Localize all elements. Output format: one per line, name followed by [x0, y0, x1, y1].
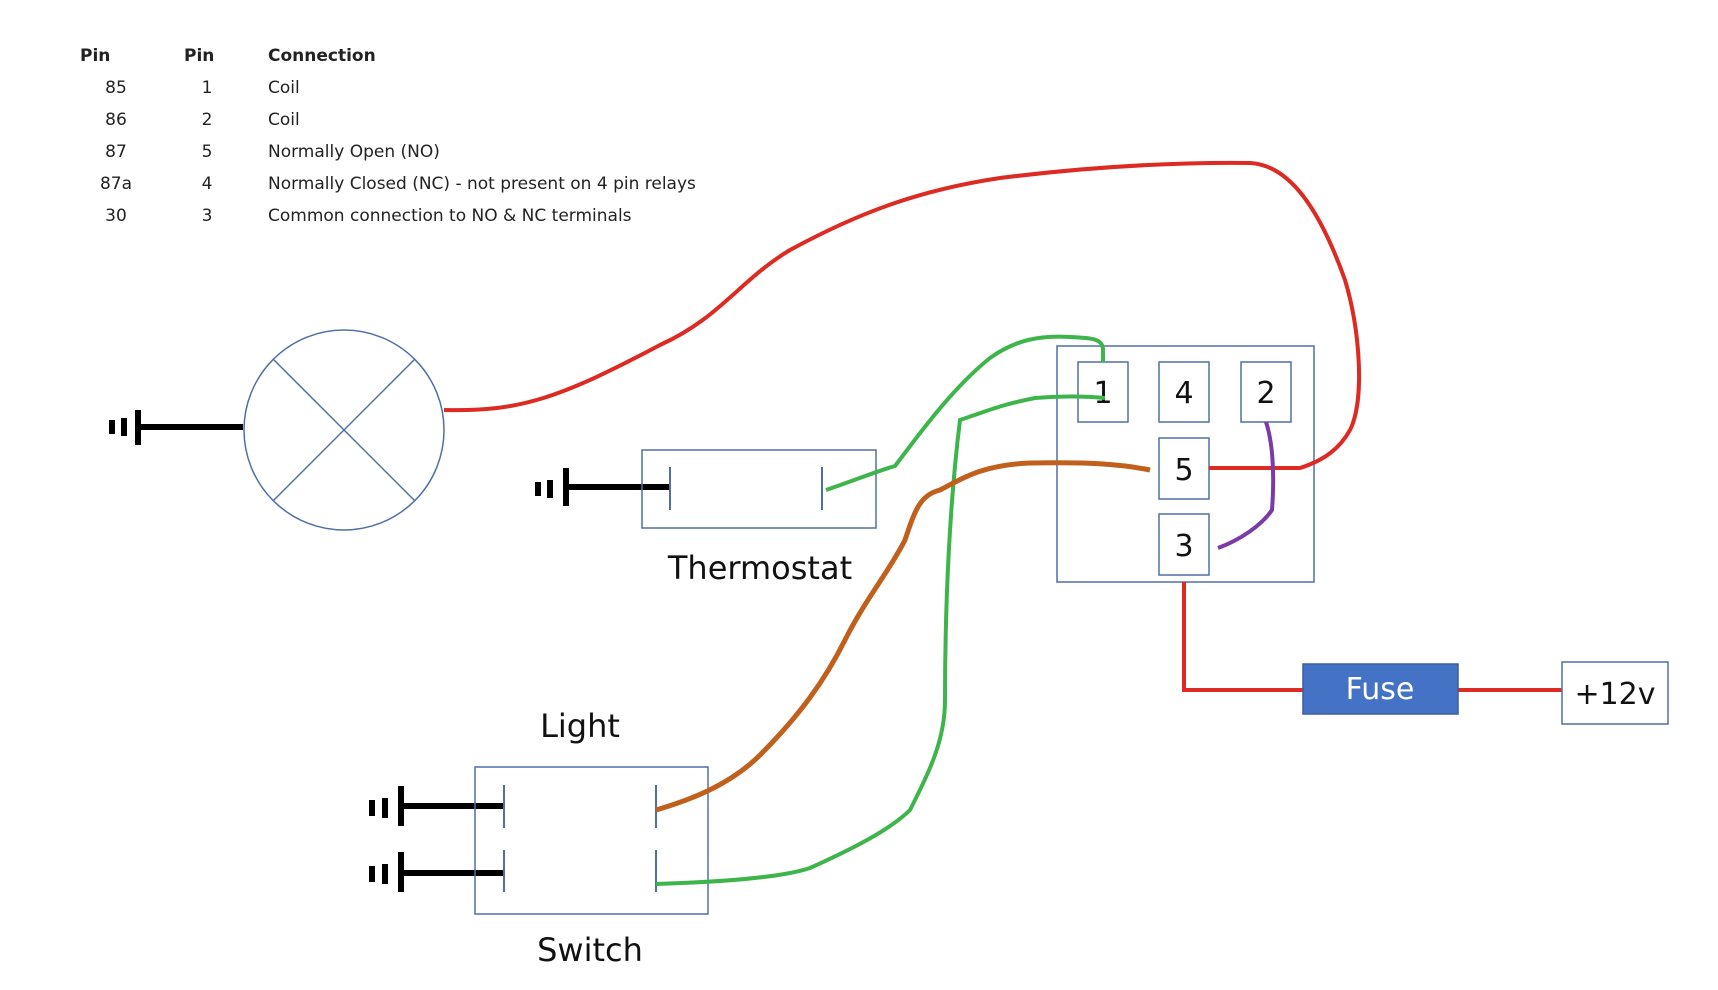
supply-box: +12v — [1561, 661, 1669, 725]
green-wire-switch-to-pin1 — [655, 394, 1106, 886]
table-row: 30 3 Common connection to NO & NC termin… — [62, 200, 788, 232]
light-label: Light — [540, 707, 620, 745]
fuse-label: Fuse — [1346, 672, 1415, 707]
pin-mapping-table: Pin Pin Connection 85 1 Coil 86 2 Coil 8… — [62, 40, 788, 232]
relay-pin-cell: 85 — [105, 78, 127, 98]
red-wire-relay-to-fuse — [1182, 582, 1303, 692]
green-wire-thermostat-to-pin1 — [825, 334, 1105, 492]
table-row: 85 1 Coil — [62, 72, 788, 104]
thermostat-box — [641, 449, 877, 529]
pin-table-header-row: Pin Pin Connection — [62, 40, 788, 72]
thermostat-ground-symbol — [535, 468, 670, 506]
relay-terminal-1-label: 1 — [1093, 376, 1112, 411]
relay-terminal-4-label: 4 — [1174, 376, 1193, 411]
switch-label: Switch — [537, 931, 643, 969]
relay-terminal-2-label: 2 — [1256, 376, 1275, 411]
thermostat-label: Thermostat — [667, 549, 852, 587]
supply-label: +12v — [1574, 677, 1655, 712]
pin-number-cell: 2 — [201, 110, 213, 130]
pin-number-cell: 4 — [201, 174, 213, 194]
lamp-symbol — [243, 329, 445, 531]
connection-cell: Coil — [268, 78, 300, 98]
purple-wire-pin2-to-pin3 — [1217, 421, 1276, 550]
red-wire-lamp-to-pin5 — [443, 160, 1362, 470]
table-row: 86 2 Coil — [62, 104, 788, 136]
relay-terminal-4: 4 — [1158, 361, 1210, 423]
pin-number-cell: 5 — [201, 142, 213, 162]
table-row: 87 5 Normally Open (NO) — [62, 136, 788, 168]
relay-pin-cell: 87a — [99, 174, 133, 194]
switch-ground-symbol-top — [369, 786, 504, 826]
pin-number-cell: 3 — [201, 206, 213, 226]
connection-cell: Coil — [268, 110, 300, 130]
relay-terminal-5: 5 — [1158, 437, 1210, 500]
connection-cell: Normally Open (NO) — [268, 142, 440, 162]
connection-cell: Common connection to NO & NC terminals — [268, 206, 632, 226]
relay-terminal-1: 1 — [1077, 361, 1129, 423]
brown-wire-switch-to-pin5 — [655, 460, 1151, 813]
table-row: 87a 4 Normally Closed (NC) - not present… — [62, 168, 788, 200]
pin-number-cell: 1 — [201, 78, 213, 98]
fuse-block: Fuse — [1302, 663, 1459, 715]
lamp-ground-symbol — [109, 410, 243, 445]
relay-pin-cell: 87 — [105, 142, 127, 162]
header-connection: Connection — [268, 46, 376, 66]
relay-pin-cell: 86 — [105, 110, 127, 130]
light-switch-box — [474, 766, 709, 915]
relay-terminal-3: 3 — [1158, 513, 1210, 576]
header-pin-relay: Pin — [80, 46, 111, 66]
header-pin-number: Pin — [184, 46, 215, 66]
switch-ground-symbol-bottom — [369, 852, 504, 892]
relay-terminal-3-label: 3 — [1174, 529, 1193, 564]
relay-terminal-2: 2 — [1240, 361, 1292, 423]
relay-terminal-5-label: 5 — [1174, 453, 1193, 488]
connection-cell: Normally Closed (NC) - not present on 4 … — [268, 174, 696, 194]
relay-pin-cell: 30 — [105, 206, 127, 226]
